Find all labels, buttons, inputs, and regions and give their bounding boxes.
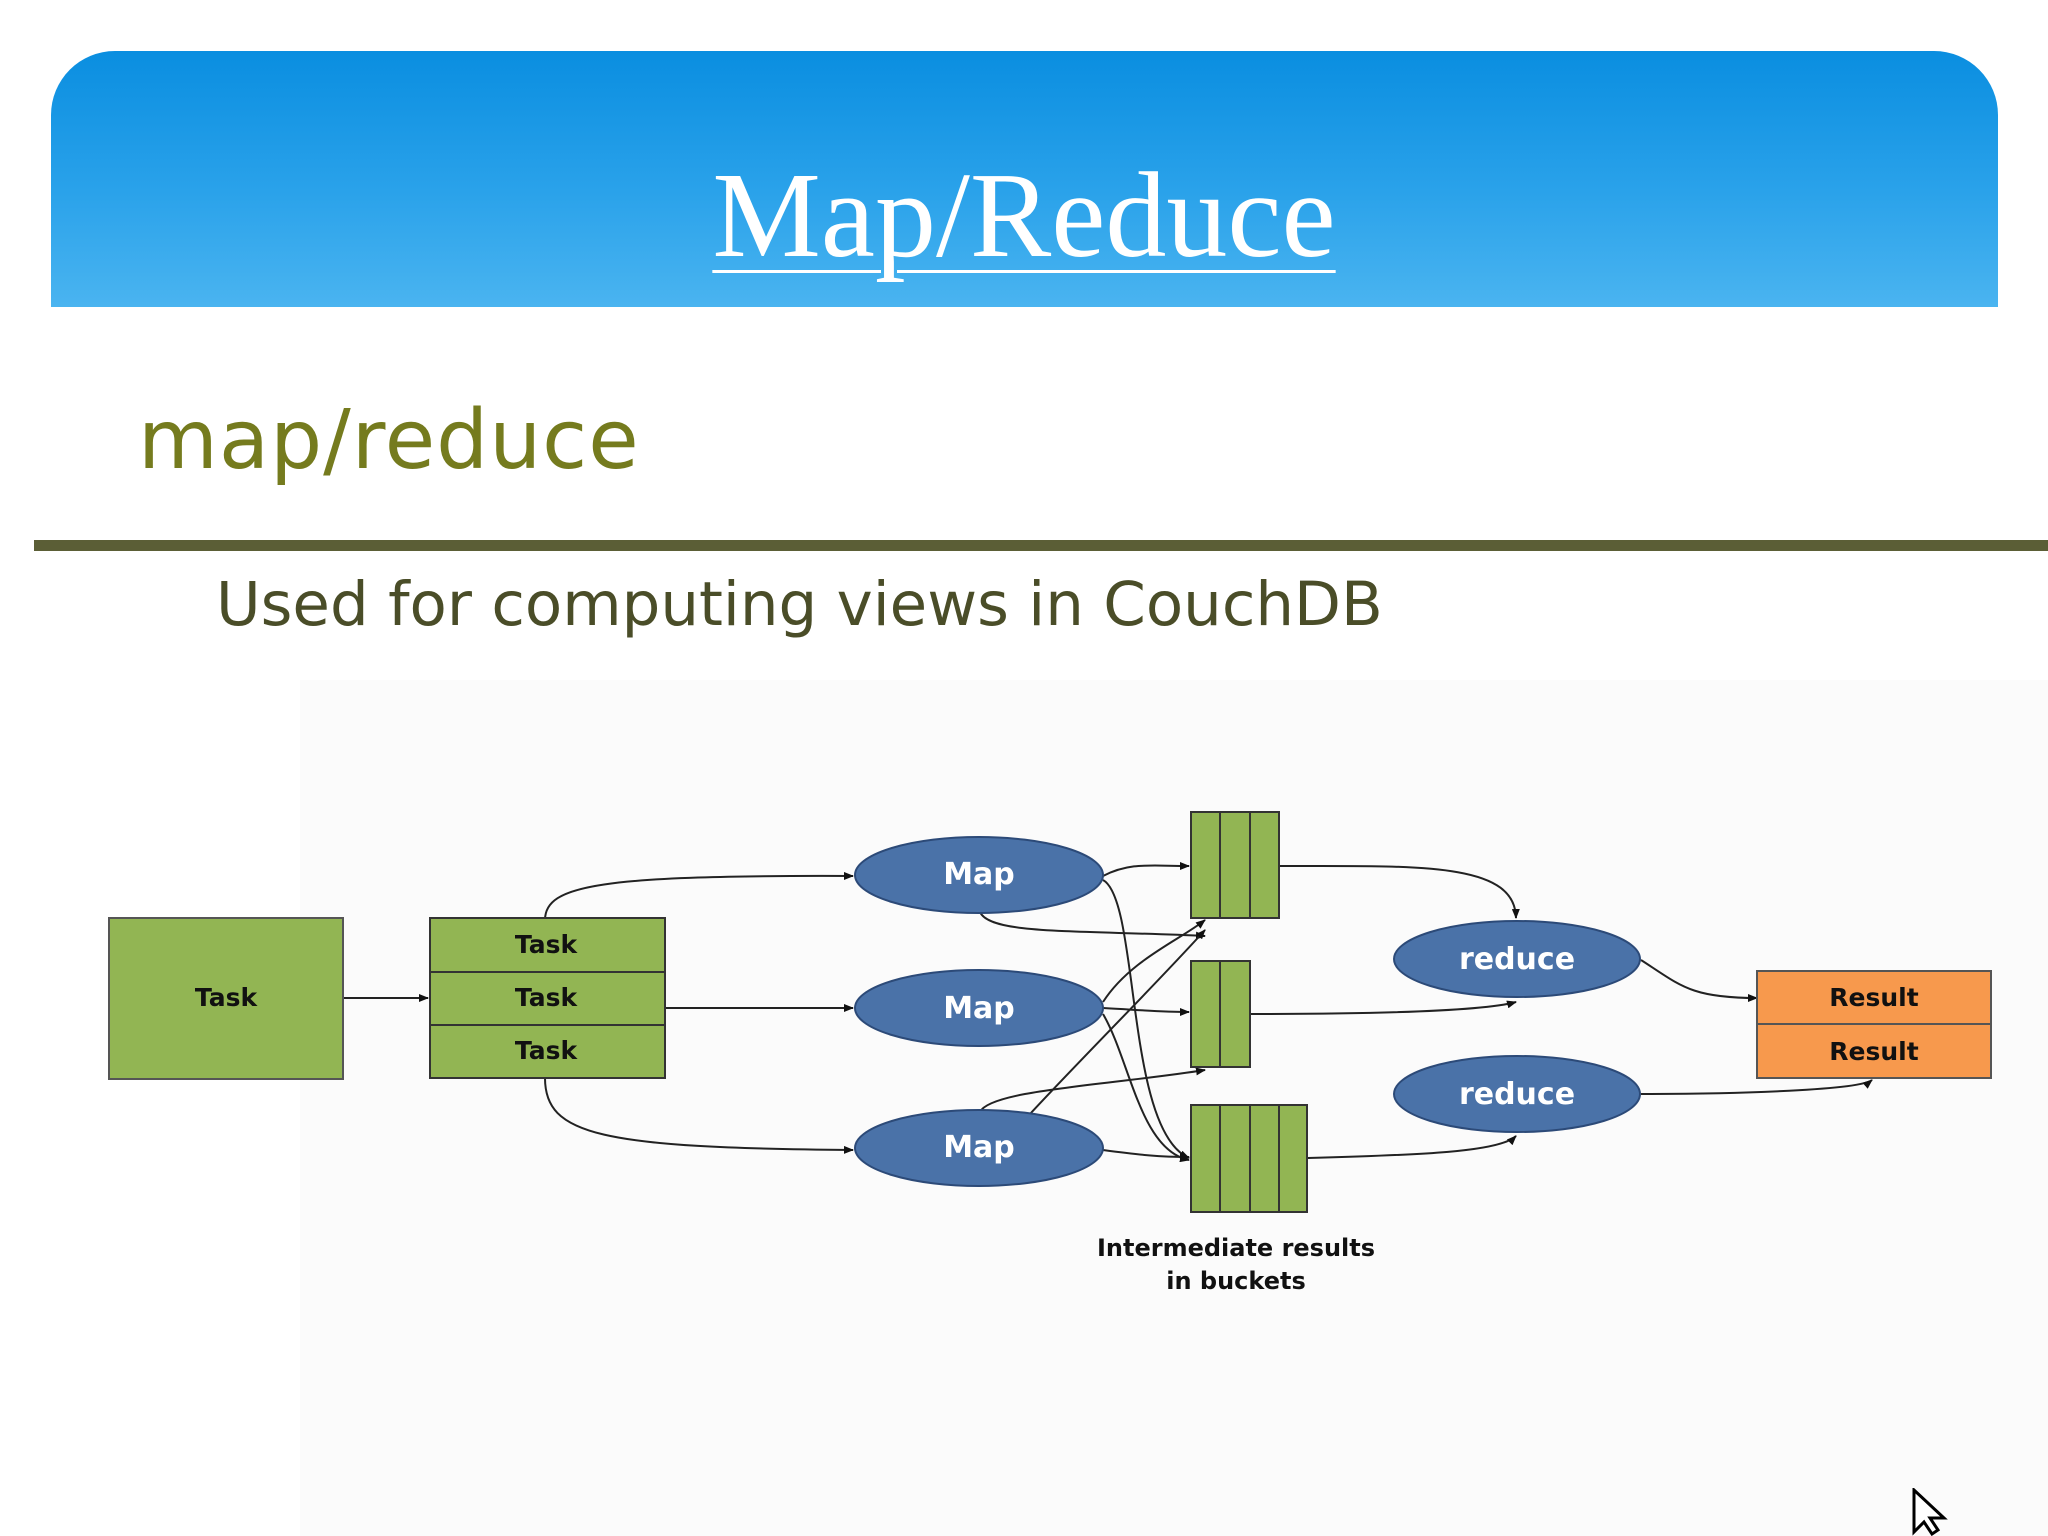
arrow-bucket1-to-reduce1 — [1279, 864, 1520, 919]
arrow-bucket3-to-reduce2 — [1307, 1135, 1517, 1159]
mouse-pointer-icon — [1912, 1488, 1948, 1536]
map-label-2: Map — [943, 991, 1015, 1026]
bucket-1 — [1190, 811, 1280, 919]
map-nodes: Map Map Map — [854, 836, 1104, 1187]
result-stack: Result Result — [1756, 970, 1992, 1079]
split-task-stack: Task Task Task — [429, 917, 666, 1079]
arrow-split-to-map3 — [544, 1077, 854, 1154]
intermediate-buckets — [1190, 811, 1308, 1213]
reduce-label-1: reduce — [1459, 942, 1575, 977]
arrow-map1-to-bucket1 — [1102, 861, 1190, 877]
bucket-caption-line2: in buckets — [1166, 1267, 1306, 1295]
result-label-2: Result — [1829, 1037, 1918, 1066]
map-ellipse-2 — [854, 969, 1104, 1047]
map-label-3: Map — [943, 1130, 1015, 1165]
reduce-ellipse-2 — [1393, 1055, 1641, 1133]
arrow-reduce2-to-result — [1640, 1079, 1873, 1095]
arrow-map3-to-bucket2 — [979, 1067, 1206, 1113]
arrow-map2-to-bucket2 — [1102, 1007, 1190, 1016]
embedded-subtitle: Used for computing views in CouchDB — [216, 569, 1383, 640]
split-task-label-3: Task — [515, 1036, 579, 1065]
map-label-1: Map — [943, 857, 1015, 892]
map-ellipse-1 — [854, 836, 1104, 914]
task-box — [108, 917, 344, 1080]
arrow-map1-to-bucket2 — [979, 911, 1206, 940]
slide-title: Map/Reduce — [712, 148, 1336, 283]
arrow-map3-to-bucket1 — [1029, 929, 1206, 1115]
split-task-label-1: Task — [515, 930, 579, 959]
arrow-split-to-map1 — [544, 871, 854, 921]
split-task-box-2 — [429, 971, 666, 1026]
bucket-3 — [1190, 1104, 1308, 1213]
reduce-label-2: reduce — [1459, 1077, 1575, 1112]
arrow-bucket2-to-reduce1 — [1249, 1000, 1517, 1015]
result-label-1: Result — [1829, 983, 1918, 1012]
arrow-map2-to-bucket1 — [1102, 919, 1206, 1003]
connector-lines — [343, 861, 1873, 1163]
split-task-box-3 — [429, 1024, 666, 1079]
map-ellipse-3 — [854, 1109, 1104, 1187]
arrow-map1-to-bucket3 — [1102, 879, 1190, 1159]
heading-divider — [34, 540, 2048, 551]
bucket-caption-line1: Intermediate results — [1097, 1234, 1375, 1262]
arrow-reduce1-to-result — [1640, 959, 1758, 1002]
task-label: Task — [195, 983, 259, 1012]
arrow-map3-to-bucket3 — [1102, 1149, 1190, 1161]
embedded-heading: map/reduce — [138, 393, 640, 488]
diagram-background — [300, 680, 2048, 1536]
bucket-2 — [1190, 960, 1251, 1068]
reduce-nodes: reduce reduce — [1393, 920, 1641, 1133]
result-box-2 — [1756, 1023, 1992, 1079]
title-bar — [51, 51, 1998, 307]
reduce-ellipse-1 — [1393, 920, 1641, 998]
arrow-map2-to-bucket3 — [1102, 1013, 1190, 1163]
split-task-label-2: Task — [515, 983, 579, 1012]
